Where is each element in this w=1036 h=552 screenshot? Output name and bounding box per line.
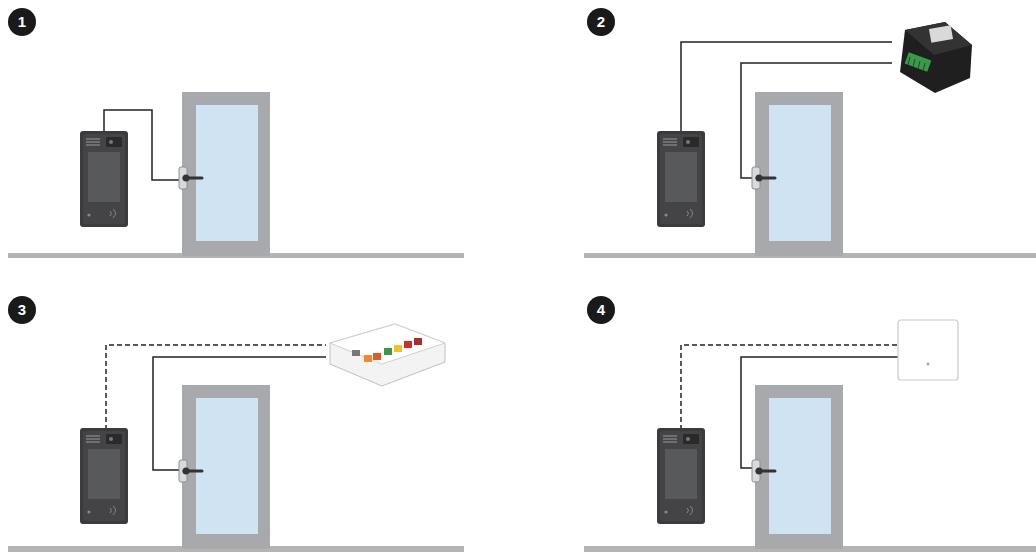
callout-text: 2 [597,13,605,30]
door-controller [898,320,958,380]
callout-number: 1 [8,8,36,36]
callout-number: 3 [8,296,36,324]
door-controller [330,324,445,386]
callout-text: 3 [18,301,26,318]
callout-number: 2 [587,8,615,36]
door-controller [900,22,972,93]
panel-1 [80,92,270,256]
floor-line [8,253,1036,552]
callout-text: 4 [597,301,605,318]
panel-4 [657,320,958,549]
panel-3 [80,324,445,549]
callout-text: 1 [18,13,26,30]
callout-number: 4 [587,296,615,324]
panel-2 [657,22,972,256]
